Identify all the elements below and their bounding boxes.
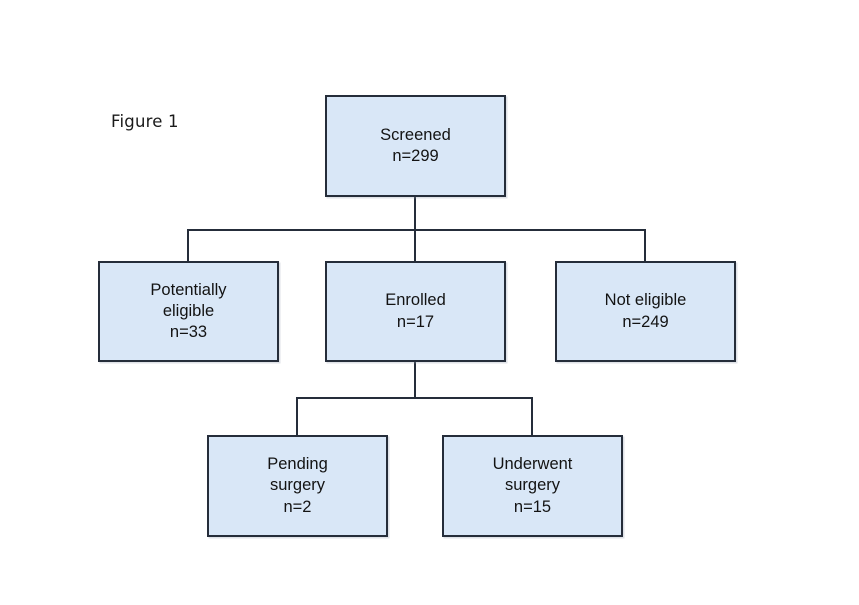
node-potentially-eligible-count: n=33 (169, 323, 208, 342)
node-screened-label: Screened (380, 125, 451, 144)
node-pending-surgery: Pending surgery n=2 (207, 435, 388, 537)
connector-drop-potentially (187, 229, 189, 262)
connector-drop-enrolled (414, 229, 416, 262)
node-not-eligible: Not eligible n=249 (555, 261, 736, 362)
node-potentially-eligible-label-line2: eligible (162, 301, 215, 320)
connector-drop-pending-surgery (296, 397, 298, 436)
node-underwent-surgery-label-line1: Underwent (492, 455, 573, 474)
node-enrolled-count: n=17 (396, 312, 435, 331)
node-underwent-surgery-label-line2: surgery (504, 476, 561, 495)
connector-enrolled-down (414, 361, 416, 399)
node-underwent-surgery-count: n=15 (513, 497, 552, 516)
node-not-eligible-count: n=249 (622, 312, 669, 331)
connector-tier1-horizontal-bus (187, 229, 646, 231)
node-screened-count: n=299 (392, 147, 439, 165)
figure-label: Figure 1 (111, 112, 179, 131)
node-screened: Screened n=299 (325, 95, 506, 197)
node-potentially-eligible-label-line1: Potentially (150, 280, 227, 299)
connector-screened-down (414, 196, 416, 230)
node-pending-surgery-label-line1: Pending (267, 455, 328, 474)
connector-drop-not-eligible (644, 229, 646, 262)
node-enrolled-label: Enrolled (385, 291, 446, 310)
node-underwent-surgery: Underwent surgery n=15 (442, 435, 623, 537)
node-potentially-eligible: Potentially eligible n=33 (98, 261, 279, 362)
connector-tier2-horizontal-bus (296, 397, 533, 399)
node-pending-surgery-label-line2: surgery (269, 476, 326, 495)
node-pending-surgery-count: n=2 (283, 497, 312, 516)
node-enrolled: Enrolled n=17 (325, 261, 506, 362)
connector-drop-underwent-surgery (531, 397, 533, 436)
node-not-eligible-label: Not eligible (604, 291, 687, 310)
